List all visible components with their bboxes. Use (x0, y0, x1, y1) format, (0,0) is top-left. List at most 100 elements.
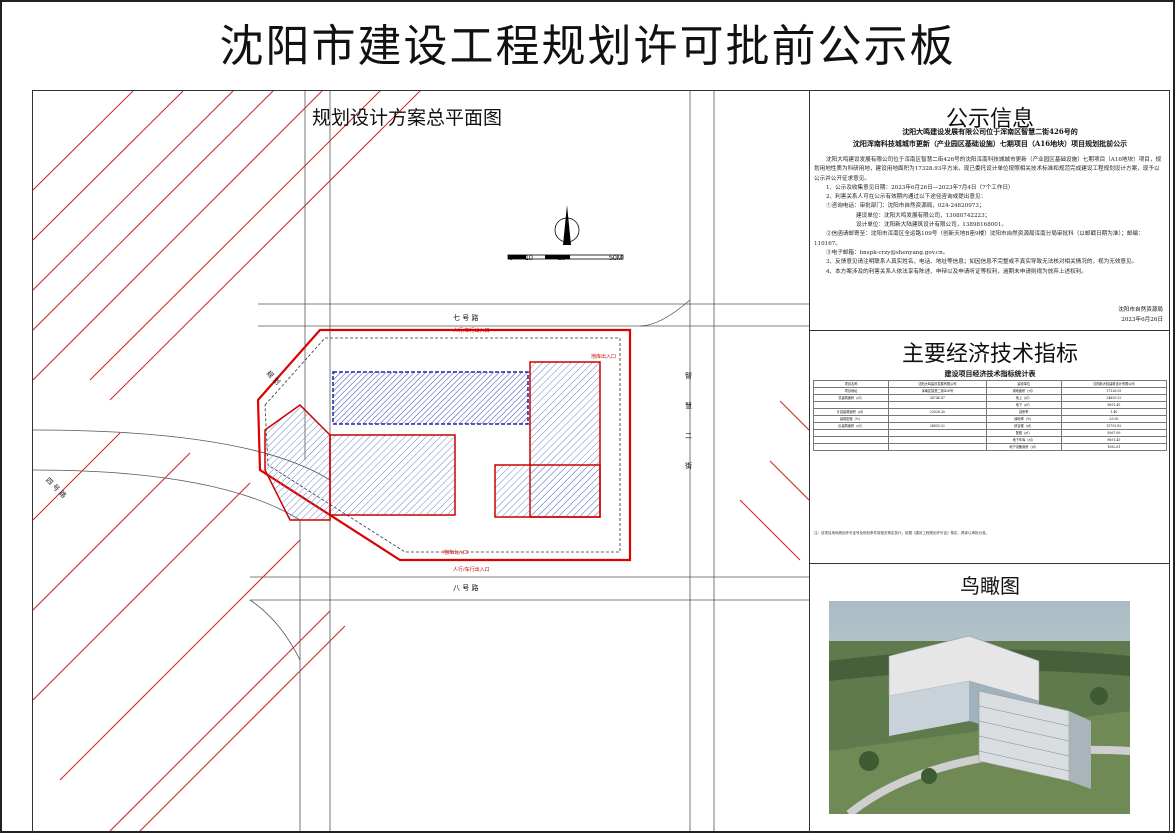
notice-item2-1: ①咨询电话：审批部门：沈阳市自然资源局，024-24820973； (826, 203, 985, 210)
table-row: 项目名称沈阳大鸣建设发展有限公司建设单位沈阳新大陆建筑设计有限公司 (812, 380, 1168, 388)
table-cell: 1.40 (1060, 408, 1168, 416)
scale-50: 50M (609, 255, 623, 262)
notice-title: 公示信息 (945, 107, 1034, 132)
indicators-table-title: 建设项目经济技术指标统计表 (944, 369, 1036, 378)
notice-item1: 1、公示及收集意见日期：2023年6月26日—2023年7月4日（7个工作日） (826, 184, 1014, 191)
table-cell (888, 436, 987, 444)
notice-item2-5: ③电子邮箱：hnspk-crzy@shenyang.gov.cn。 (826, 249, 949, 256)
table-cell: 15792.82 (1060, 422, 1168, 430)
notice-item2-3: 设计单位：沈阳新大陆建筑设计有限公司，13898168001。 (856, 222, 1008, 229)
road-east-label: 智 慧 二 街 (685, 372, 692, 470)
table-row: 地下（㎡）9891.45 (812, 401, 1168, 409)
table-cell: 9891.45 (1060, 436, 1168, 444)
entrance-ne-label: 地库出入口 (591, 354, 617, 360)
table-row: 项目地址浑南区智慧二街426号用地面积（㎡）17328.93 (812, 387, 1168, 395)
table-cell: 地上（㎡） (985, 394, 1062, 402)
site-plan-drawing (33, 91, 809, 831)
building-southeast (494, 464, 601, 518)
aerial-image (829, 601, 1131, 818)
table-cell: 34746.47 (888, 394, 987, 402)
aerial-render (829, 601, 1131, 818)
table-cell: 23026.30 (888, 408, 987, 416)
notice-body: 沈阳大鸣建设发展有限公司位于浑南区智慧二街426号的沈阳浑南科技城城市更新（产业… (814, 156, 1164, 277)
site-plan: 0 10 25 50M 七 号 路 八 号 路 四 号 路 规 划 智 慧 二 … (33, 91, 809, 831)
table-cell: 地下车库（㎡） (985, 436, 1062, 444)
indicators-top-line (809, 330, 1170, 331)
table-cell: 17328.93 (1060, 387, 1168, 395)
table-cell: 25.00 (1060, 415, 1168, 423)
notice-signer: 沈阳市自然资源局 (1118, 307, 1163, 313)
notice-para1: 沈阳大鸣建设发展有限公司位于浑南区智慧二街426号的沈阳浑南科技城城市更新（产业… (814, 157, 1162, 182)
table-cell: 容积率 (985, 408, 1062, 416)
notice-item4: 4、本方案涉及的利害关系人依法享有陈述、申辩以及申请听证等权利，逾期未申请则视为… (826, 268, 1087, 275)
board-title: 沈阳市建设工程规划许可批前公示板 (219, 21, 956, 72)
table-cell (812, 401, 890, 409)
frame-right-line (1169, 90, 1170, 833)
table-cell: 沈阳新大陆建筑设计有限公司 (1060, 380, 1168, 388)
table-cell: 浑南区智慧二街426号 (888, 387, 987, 395)
table-row: 地下车库（㎡）9891.45 (812, 436, 1168, 444)
table-row: 地下设备用房（㎡）1082.61 (812, 443, 1168, 451)
table-cell: 建设单位 (985, 380, 1062, 388)
scale-25: 25 (558, 255, 566, 262)
aerial-top-line (809, 563, 1170, 564)
table-cell: 地下设备用房（㎡） (985, 443, 1062, 451)
table-cell: 24855.52 (1060, 394, 1168, 402)
building-central (329, 434, 456, 516)
scale-10: 10 (525, 255, 533, 262)
table-cell: 项目地址 (812, 387, 890, 395)
table-cell: 地下（㎡） (985, 401, 1062, 409)
road-north-label: 七 号 路 (453, 314, 479, 322)
table-cell: 用地面积（㎡） (985, 387, 1062, 395)
entrance-south-label: 人行/车行出入口 (453, 567, 490, 573)
notice-subtitle-2: 沈阳浑南科技城城市更新（产业园区基础设施）七期项目（A16地块）项目规划批前公示 (852, 139, 1128, 148)
frame-left-line (32, 90, 33, 833)
indicators-table: 项目名称沈阳大鸣建设发展有限公司建设单位沈阳新大陆建筑设计有限公司项目地址浑南区… (812, 380, 1168, 451)
table-cell (812, 436, 890, 444)
notice-item2-4: ②信函请邮寄至：沈阳市浑南区全运路109号（创新天地B座9楼）沈阳市自然资源局浑… (814, 231, 1144, 247)
site-boundary (256, 328, 632, 562)
table-cell (888, 443, 987, 451)
table-cell: 综合楼（㎡） (985, 422, 1062, 430)
table-cell: 沈阳大鸣建设发展有限公司 (888, 380, 987, 388)
notice-subtitle-1: 沈阳大鸣建设发展有限公司位于浑南区智慧二街426号的 (902, 127, 1078, 136)
plan-title: 规划设计方案总平面图 (312, 107, 503, 129)
scale-0: 0 (509, 255, 513, 262)
table-cell (812, 429, 890, 437)
table-row: 配套（㎡）5067.69 (812, 429, 1168, 437)
table-cell: 建筑密度（%） (812, 415, 890, 423)
table-cell: 项目名称 (812, 380, 890, 388)
table-cell: 绿地率（%） (985, 415, 1062, 423)
table-cell (888, 429, 987, 437)
table-cell: 24855.52 (888, 422, 987, 430)
building-north (332, 371, 529, 425)
exit-sw-label: 地库出入口 (443, 550, 469, 556)
table-cell (888, 415, 987, 423)
scale-bar (507, 205, 624, 260)
entrance-north-label: 人行/车行出入口 (453, 328, 490, 334)
frame-top-line (32, 90, 1170, 91)
road-edges (33, 91, 809, 831)
table-cell: 计容建筑面积（㎡） (812, 408, 890, 416)
indicators-title: 主要经济技术指标 (901, 342, 1078, 367)
table-cell: 1082.61 (1060, 443, 1168, 451)
table-cell (812, 443, 890, 451)
aerial-title: 鸟瞰图 (960, 574, 1020, 598)
table-cell: 反建筑面积（㎡） (812, 422, 890, 430)
table-cell: 9891.45 (1060, 401, 1168, 409)
notice-date: 2023年6月26日 (1121, 317, 1163, 323)
building-west (264, 404, 331, 521)
table-row: 建筑密度（%） 绿地率（%）25.00 (812, 415, 1168, 423)
indicators-notes: 注：该项目用地规划许可证号及规划条件按相关规定执行。依据《建设工程规划许可证》核… (814, 531, 989, 535)
notice-item2-2: 建设单位：沈阳大鸣发展有限公司，13080742223； (856, 212, 991, 219)
road-south-label: 八 号 路 (453, 584, 479, 592)
notice-item2: 2、利害关系人可在公示有效期内通过以下途径咨询或提出意见： (826, 194, 987, 201)
table-cell (888, 401, 987, 409)
frame-divider-line (809, 90, 810, 833)
table-cell: 配套（㎡） (985, 429, 1062, 437)
notice-item3: 3、反馈意见请注明联系人真实姓名、电话、地址等信息；如因信息不完整或不真实导致无… (826, 259, 1138, 266)
